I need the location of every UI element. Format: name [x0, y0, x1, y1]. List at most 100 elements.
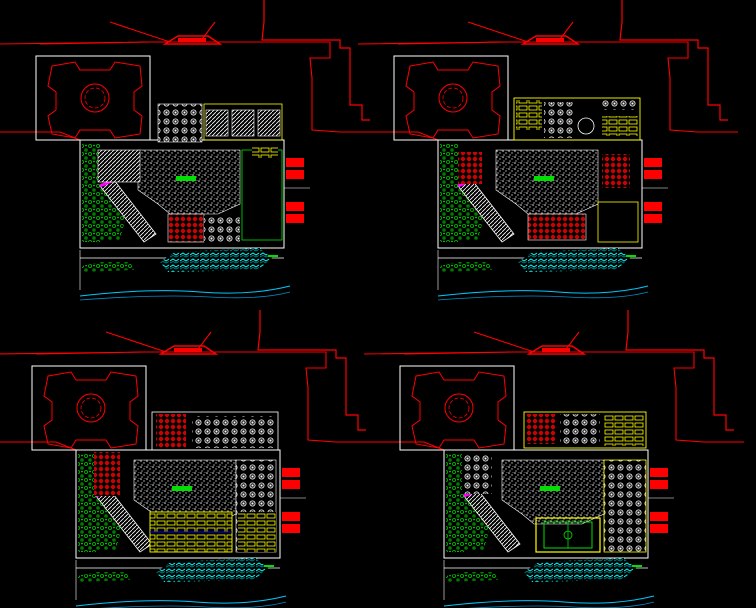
west-tables [462, 454, 492, 494]
entrance-gate-marker [178, 38, 206, 42]
plan-top-left [0, 0, 380, 301]
central-gravel-court [495, 149, 599, 215]
pavilion-seating-row [602, 100, 638, 110]
roundabout-inner-ring [80, 397, 102, 419]
north-red-seating [156, 414, 186, 448]
dining-tables [157, 103, 203, 143]
entrance-gate [158, 345, 219, 355]
south-planting [446, 572, 498, 582]
riverbank-line-2 [437, 291, 649, 301]
roundabout-inner-ring [442, 87, 464, 109]
building-footprint [443, 449, 649, 559]
roundabout-outer-ring [76, 393, 106, 423]
north-arrow-stub [264, 565, 274, 567]
roundabout-outer-ring [80, 83, 110, 113]
south-planting [440, 262, 492, 272]
pavilion-block [513, 97, 641, 141]
north-arrow-stub [632, 565, 642, 567]
east-red-bay [644, 170, 662, 179]
pavilion-desks-east [602, 116, 638, 136]
east-red-bay [650, 468, 668, 477]
east-red-bay [650, 524, 668, 533]
classroom [231, 109, 255, 137]
central-gravel-court [501, 459, 605, 525]
central-green-marker [540, 486, 560, 491]
east-red-seating [602, 154, 630, 188]
east-red-bay [644, 158, 662, 167]
east-red-bay [286, 170, 304, 179]
round-table [577, 117, 595, 135]
inset-frame [31, 365, 147, 451]
riverbank-line-1 [437, 285, 649, 297]
north-tables [560, 414, 600, 446]
north-block [523, 411, 647, 449]
roundabout-outline [405, 61, 501, 139]
riverbank-line-2 [79, 291, 291, 301]
roundabout-outline [411, 371, 507, 449]
south-tables [204, 216, 240, 242]
water-feature [156, 558, 268, 582]
court-center-circle [563, 530, 573, 540]
north-arrow-stub [626, 255, 636, 257]
classroom [257, 109, 281, 137]
east-red-bay [644, 202, 662, 211]
east-red-bay [282, 524, 300, 533]
riverbank-line-1 [75, 595, 287, 607]
north-red-seating [526, 414, 556, 444]
plan-bottom-right [363, 310, 744, 608]
west-classroom [97, 149, 141, 183]
water-feature [524, 558, 636, 582]
south-planting [78, 572, 130, 582]
east-desks [252, 146, 278, 158]
water-feature [518, 248, 630, 272]
east-red-bay [286, 202, 304, 211]
central-green-marker [172, 486, 192, 491]
entrance-gate [526, 345, 587, 355]
east-red-bay [286, 214, 304, 223]
north-tables [192, 416, 274, 448]
west-red-seating [458, 152, 482, 184]
east-red-bay [282, 512, 300, 521]
site-boundary-east [261, 0, 370, 121]
riverbank-line-2 [467, 601, 655, 608]
east-red-bay [282, 468, 300, 477]
east-red-bay [650, 480, 668, 489]
central-gravel-court [137, 149, 241, 215]
east-yellow-desks [238, 512, 276, 552]
riverbank-line-1 [443, 595, 655, 607]
red-seating-area [167, 213, 205, 243]
plan-top-right [357, 0, 738, 301]
west-red-seating [94, 452, 120, 496]
north-arrow-stub [268, 255, 278, 257]
east-red-bay [286, 158, 304, 167]
roundabout-inner-ring [448, 397, 470, 419]
pavilion-tables [544, 102, 574, 138]
water-feature [160, 248, 272, 272]
entrance-gate [520, 35, 581, 45]
east-red-bay [282, 480, 300, 489]
plan-bottom-left [0, 310, 376, 608]
east-red-bay [650, 512, 668, 521]
entrance-gate [162, 35, 223, 45]
site-boundary-east [257, 310, 366, 431]
classroom-block-north [203, 103, 283, 141]
entrance-gate-marker [542, 348, 570, 352]
east-rooms [597, 201, 639, 243]
riverbank-line-1 [79, 285, 291, 297]
entrance-gate-marker [536, 38, 564, 42]
south-planting [82, 262, 134, 272]
pavilion-desks [516, 100, 542, 130]
roundabout-inner-ring [84, 87, 106, 109]
central-green-marker [176, 176, 196, 181]
riverbank-line-2 [99, 601, 287, 608]
inset-frame [399, 365, 515, 451]
inset-frame [393, 55, 509, 141]
east-red-bay [644, 214, 662, 223]
sports-court-frame [535, 517, 601, 553]
north-desks [604, 414, 644, 446]
roundabout-outer-ring [444, 393, 474, 423]
site-boundary-west [0, 351, 156, 451]
roundabout-outline [43, 371, 139, 449]
